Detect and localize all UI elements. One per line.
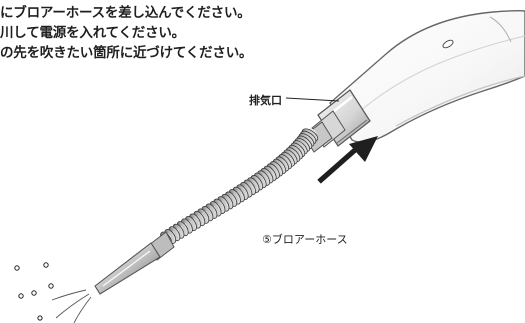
instruction-line-3: の先を吹きたい箇所に近づけてください。 — [0, 45, 253, 61]
instruction-text-block: にブロアーホースを差し込んでください。 川して電源を入れてください。 の先を吹き… — [0, 5, 525, 73]
dust-particles — [14, 262, 54, 321]
exhaust-port-label: 排気口 — [249, 94, 282, 107]
hose-rib-highlight — [205, 210, 209, 215]
hose-rib-highlight — [168, 233, 171, 238]
hose-rib-highlight — [188, 220, 192, 225]
hose-rib-highlight — [209, 208, 213, 213]
hose-rib-highlight — [172, 230, 176, 235]
hose-tip-nozzle — [94, 231, 175, 295]
insert-direction-arrow — [317, 136, 378, 184]
hose-rib-highlight — [213, 205, 217, 210]
exhaust-label-leader — [285, 97, 340, 102]
exhaust-collar — [303, 89, 371, 153]
hose-rib-highlight — [180, 225, 184, 230]
hose-rib-highlight — [184, 222, 188, 227]
hose-rib-highlight — [197, 215, 201, 220]
instruction-line-1: にブロアーホースを差し込んでください。 — [0, 5, 251, 21]
flexible-hose — [159, 128, 319, 247]
hose-rib-highlight — [201, 212, 205, 217]
air-flow-lines — [51, 289, 92, 323]
blower-hose-label: ⑤ブロアーホース — [262, 233, 348, 246]
instruction-line-2: 川して電源を入れてください。 — [0, 25, 185, 41]
hose-rib-highlight — [193, 217, 196, 222]
hose-rib-highlight — [176, 228, 180, 233]
main-blower-body — [329, 9, 525, 143]
